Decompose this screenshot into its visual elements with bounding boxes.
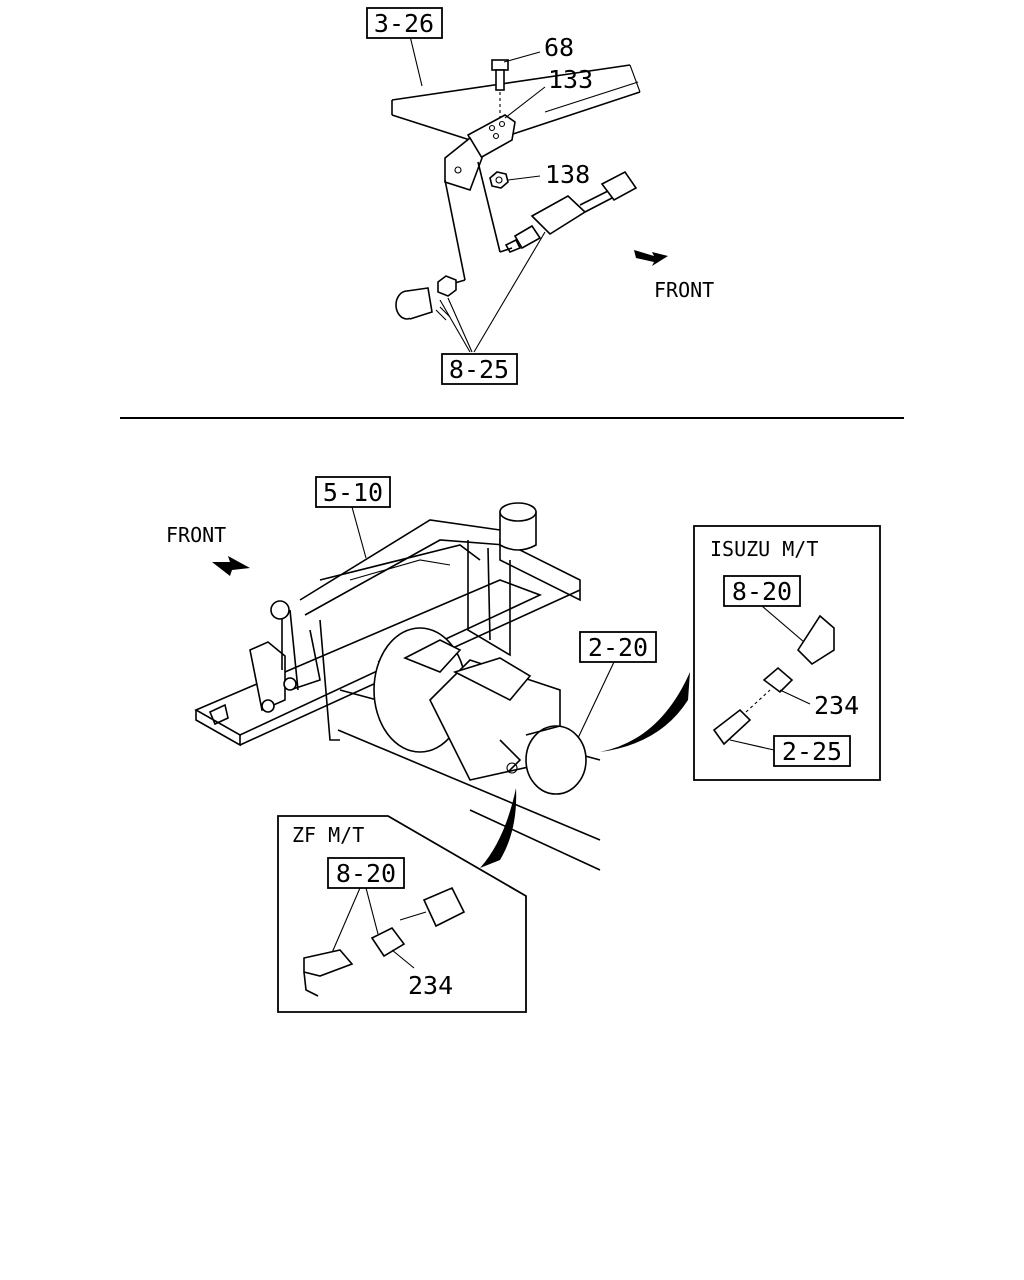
zf-bracket [303, 949, 354, 977]
ref-box-5-10 [315, 476, 391, 508]
switch-assembly-top [504, 170, 638, 254]
wiring-harness [261, 519, 506, 713]
leader-zf-8-20-b [365, 887, 379, 935]
isuzu-inset-title: ISUZU M/T [710, 537, 818, 561]
ref-box-isuzu-8-20 [723, 575, 801, 607]
bracket-133 [444, 114, 516, 191]
leader-3-26 [409, 35, 423, 87]
ref-box-8-25 [441, 353, 518, 385]
leader-isuzu-8-20 [761, 605, 805, 643]
frame-rail-top [391, 64, 641, 141]
front-label-top: FRONT [654, 278, 714, 302]
ref-5-10: 5-10 [323, 478, 383, 507]
plug-8-25 [395, 275, 457, 321]
top-assembly: 3-26 8-25 68 133 138 FRONT [366, 7, 714, 385]
ref-2-20: 2-20 [588, 633, 648, 662]
callout-pointer-zf [480, 788, 517, 868]
isuzu-switch-234 [762, 666, 794, 694]
leader-isuzu-2-25 [729, 739, 775, 751]
leader-isuzu-234 [779, 689, 811, 705]
zf-switch-234 [370, 926, 406, 958]
leader-8-25 [439, 231, 546, 353]
zf-inset: ZF M/T 8-20 234 [277, 815, 527, 1013]
leader-zf-8-20-a [327, 887, 361, 963]
zf-sensor [422, 886, 466, 928]
ref-zf-8-20: 8-20 [336, 859, 396, 888]
ref-box-zf-8-20 [327, 857, 405, 889]
ref-3-26: 3-26 [374, 9, 434, 38]
isuzu-inset: ISUZU M/T 8-20 234 2-25 [693, 525, 881, 781]
part-68-label: 68 [544, 33, 574, 62]
front-arrow-top-icon [634, 250, 668, 266]
leader-zf-234 [391, 949, 415, 969]
leader-68 [503, 51, 541, 63]
ref-box-3-26 [366, 7, 443, 39]
leader-5-10 [351, 506, 367, 559]
chassis-frame [194, 538, 581, 747]
ref-8-25: 8-25 [449, 355, 509, 384]
part-133-label: 133 [548, 65, 593, 94]
ref-isuzu-8-20: 8-20 [732, 577, 792, 606]
reservoir [499, 502, 537, 551]
callout-pointer-isuzu [600, 672, 690, 752]
leader-133 [504, 86, 546, 119]
isuzu-bracket [796, 614, 835, 666]
front-label-bottom: FRONT [166, 523, 226, 547]
bolt-68 [491, 59, 509, 118]
ref-isuzu-2-25: 2-25 [782, 737, 842, 766]
transmission [373, 627, 587, 795]
leader-2-20 [577, 661, 615, 739]
leader-138 [507, 175, 541, 181]
part-zf-234-label: 234 [408, 971, 453, 1000]
ref-box-2-20 [579, 631, 657, 663]
bottom-assembly: FRONT 5-10 [166, 476, 881, 1013]
front-arrow-bottom-icon [212, 556, 250, 576]
ref-box-isuzu-2-25 [773, 735, 851, 767]
part-138-label: 138 [545, 160, 590, 189]
zf-inset-title: ZF M/T [292, 823, 364, 847]
nut-138 [489, 171, 509, 189]
part-isuzu-234-label: 234 [814, 691, 859, 720]
isuzu-sensor-2-25 [712, 708, 752, 746]
